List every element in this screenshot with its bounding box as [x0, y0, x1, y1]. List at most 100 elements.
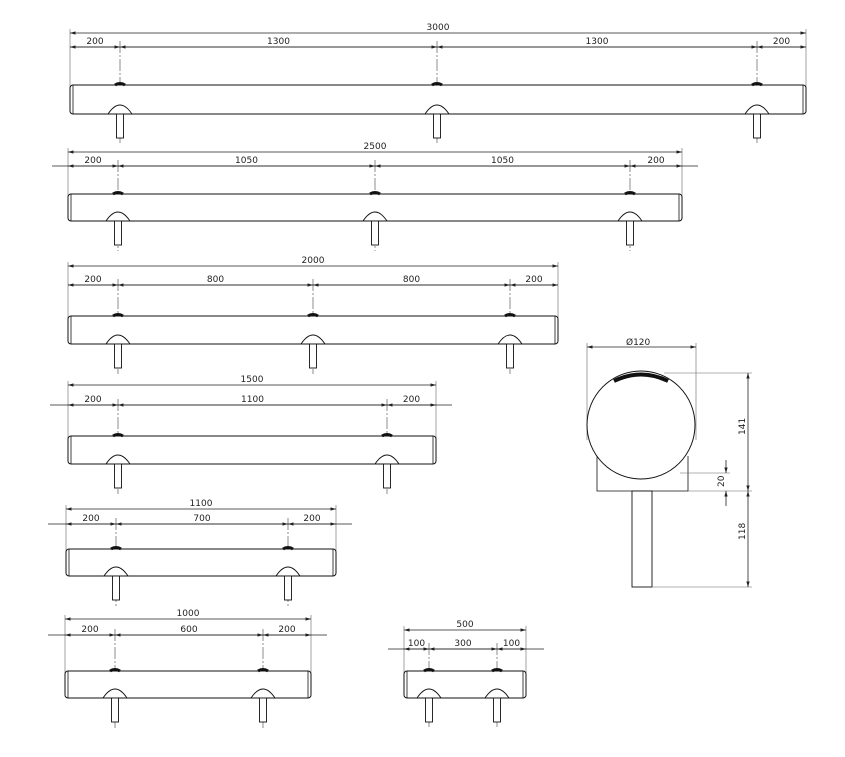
bracket	[744, 104, 770, 115]
segment-label: 800	[403, 275, 420, 285]
rail-drawings: 3000 200 1300 1300 200 2500 200 1050 1050 200 2000…	[48, 23, 807, 728]
bracket	[250, 688, 276, 699]
tube	[67, 435, 437, 465]
bracket	[105, 334, 131, 345]
bracket	[102, 688, 128, 699]
segment-label: 1100	[241, 395, 264, 405]
post	[506, 343, 514, 369]
label-20: 20	[717, 475, 727, 487]
total-dim-label: 1500	[241, 375, 264, 385]
segment-label: 200	[303, 514, 320, 524]
segment-label: 1050	[235, 156, 258, 166]
total-dim-label: 2500	[364, 142, 387, 152]
post	[112, 575, 120, 601]
total-dim-label: 2000	[302, 256, 325, 266]
clip	[381, 433, 393, 438]
bracket	[416, 688, 442, 699]
clip	[282, 546, 294, 551]
post-assembly	[275, 546, 301, 601]
segment-label: 800	[207, 275, 224, 285]
post	[425, 697, 433, 723]
rail-drawing-1500: 1500 200 1100 200	[50, 375, 452, 494]
post-assembly	[744, 82, 770, 139]
bracket	[424, 104, 450, 115]
post-assembly	[107, 82, 133, 139]
clip	[307, 313, 319, 318]
post	[383, 463, 391, 489]
post-assembly	[103, 546, 129, 601]
clip	[624, 191, 636, 196]
clip	[491, 668, 503, 673]
clip	[110, 546, 122, 551]
clip	[109, 668, 121, 673]
clip	[112, 313, 124, 318]
post	[626, 220, 634, 246]
bracket	[617, 211, 643, 222]
tube-section	[586, 370, 696, 480]
post-assembly	[105, 191, 131, 246]
bracket	[107, 104, 133, 115]
post	[116, 113, 124, 139]
post-assembly	[105, 313, 131, 369]
segment-label: 200	[773, 37, 790, 47]
bracket	[497, 334, 523, 345]
post	[114, 463, 122, 489]
post	[284, 575, 292, 601]
rail-drawing-500: 500 100 300 100	[388, 620, 544, 728]
clip	[257, 668, 269, 673]
post	[309, 343, 317, 369]
post-assembly	[416, 668, 442, 723]
segment-label: 1050	[491, 156, 514, 166]
segment-label: 1300	[267, 37, 290, 47]
segment-label: 200	[647, 156, 664, 166]
post	[259, 697, 267, 723]
side-view: Ø120 141 20 118	[586, 337, 752, 588]
segment-label: 300	[454, 639, 471, 649]
segment-label: 200	[84, 156, 101, 166]
segment-label: 200	[403, 395, 420, 405]
segment-label: 200	[84, 275, 101, 285]
rail-drawing-3000: 3000 200 1300 1300 200	[69, 23, 807, 144]
post	[433, 113, 441, 139]
bracket	[275, 566, 301, 577]
clip	[112, 191, 124, 196]
post-assembly	[250, 668, 276, 723]
bracket	[362, 211, 388, 222]
bracket	[374, 454, 400, 465]
segment-label: 100	[503, 639, 520, 649]
label-118: 118	[738, 523, 748, 540]
total-dim-label: 3000	[427, 23, 450, 33]
bracket	[103, 566, 129, 577]
post	[753, 113, 761, 139]
segment-label: 1300	[586, 37, 609, 47]
post-assembly	[362, 191, 388, 246]
post	[631, 490, 653, 588]
clip	[431, 82, 443, 87]
post-assembly	[102, 668, 128, 723]
segment-label: 600	[180, 625, 197, 635]
diameter-label: Ø120	[626, 337, 651, 348]
clip	[112, 433, 124, 438]
post	[114, 220, 122, 246]
post-assembly	[617, 191, 643, 246]
segment-label: 200	[81, 625, 98, 635]
segment-label: 200	[82, 514, 99, 524]
total-dim-label: 500	[456, 620, 473, 630]
post-assembly	[300, 313, 326, 369]
clip	[504, 313, 516, 318]
segment-label: 200	[86, 37, 103, 47]
total-dim-label: 1100	[190, 499, 213, 509]
bracket	[300, 334, 326, 345]
tube	[64, 670, 312, 699]
top-clip	[613, 372, 669, 383]
segment-label: 200	[84, 395, 101, 405]
post-assembly	[374, 433, 400, 489]
segment-label: 100	[408, 639, 425, 649]
segment-label: 200	[278, 625, 295, 635]
post-assembly	[105, 433, 131, 489]
post-assembly	[497, 313, 523, 369]
post-assembly	[484, 668, 510, 723]
